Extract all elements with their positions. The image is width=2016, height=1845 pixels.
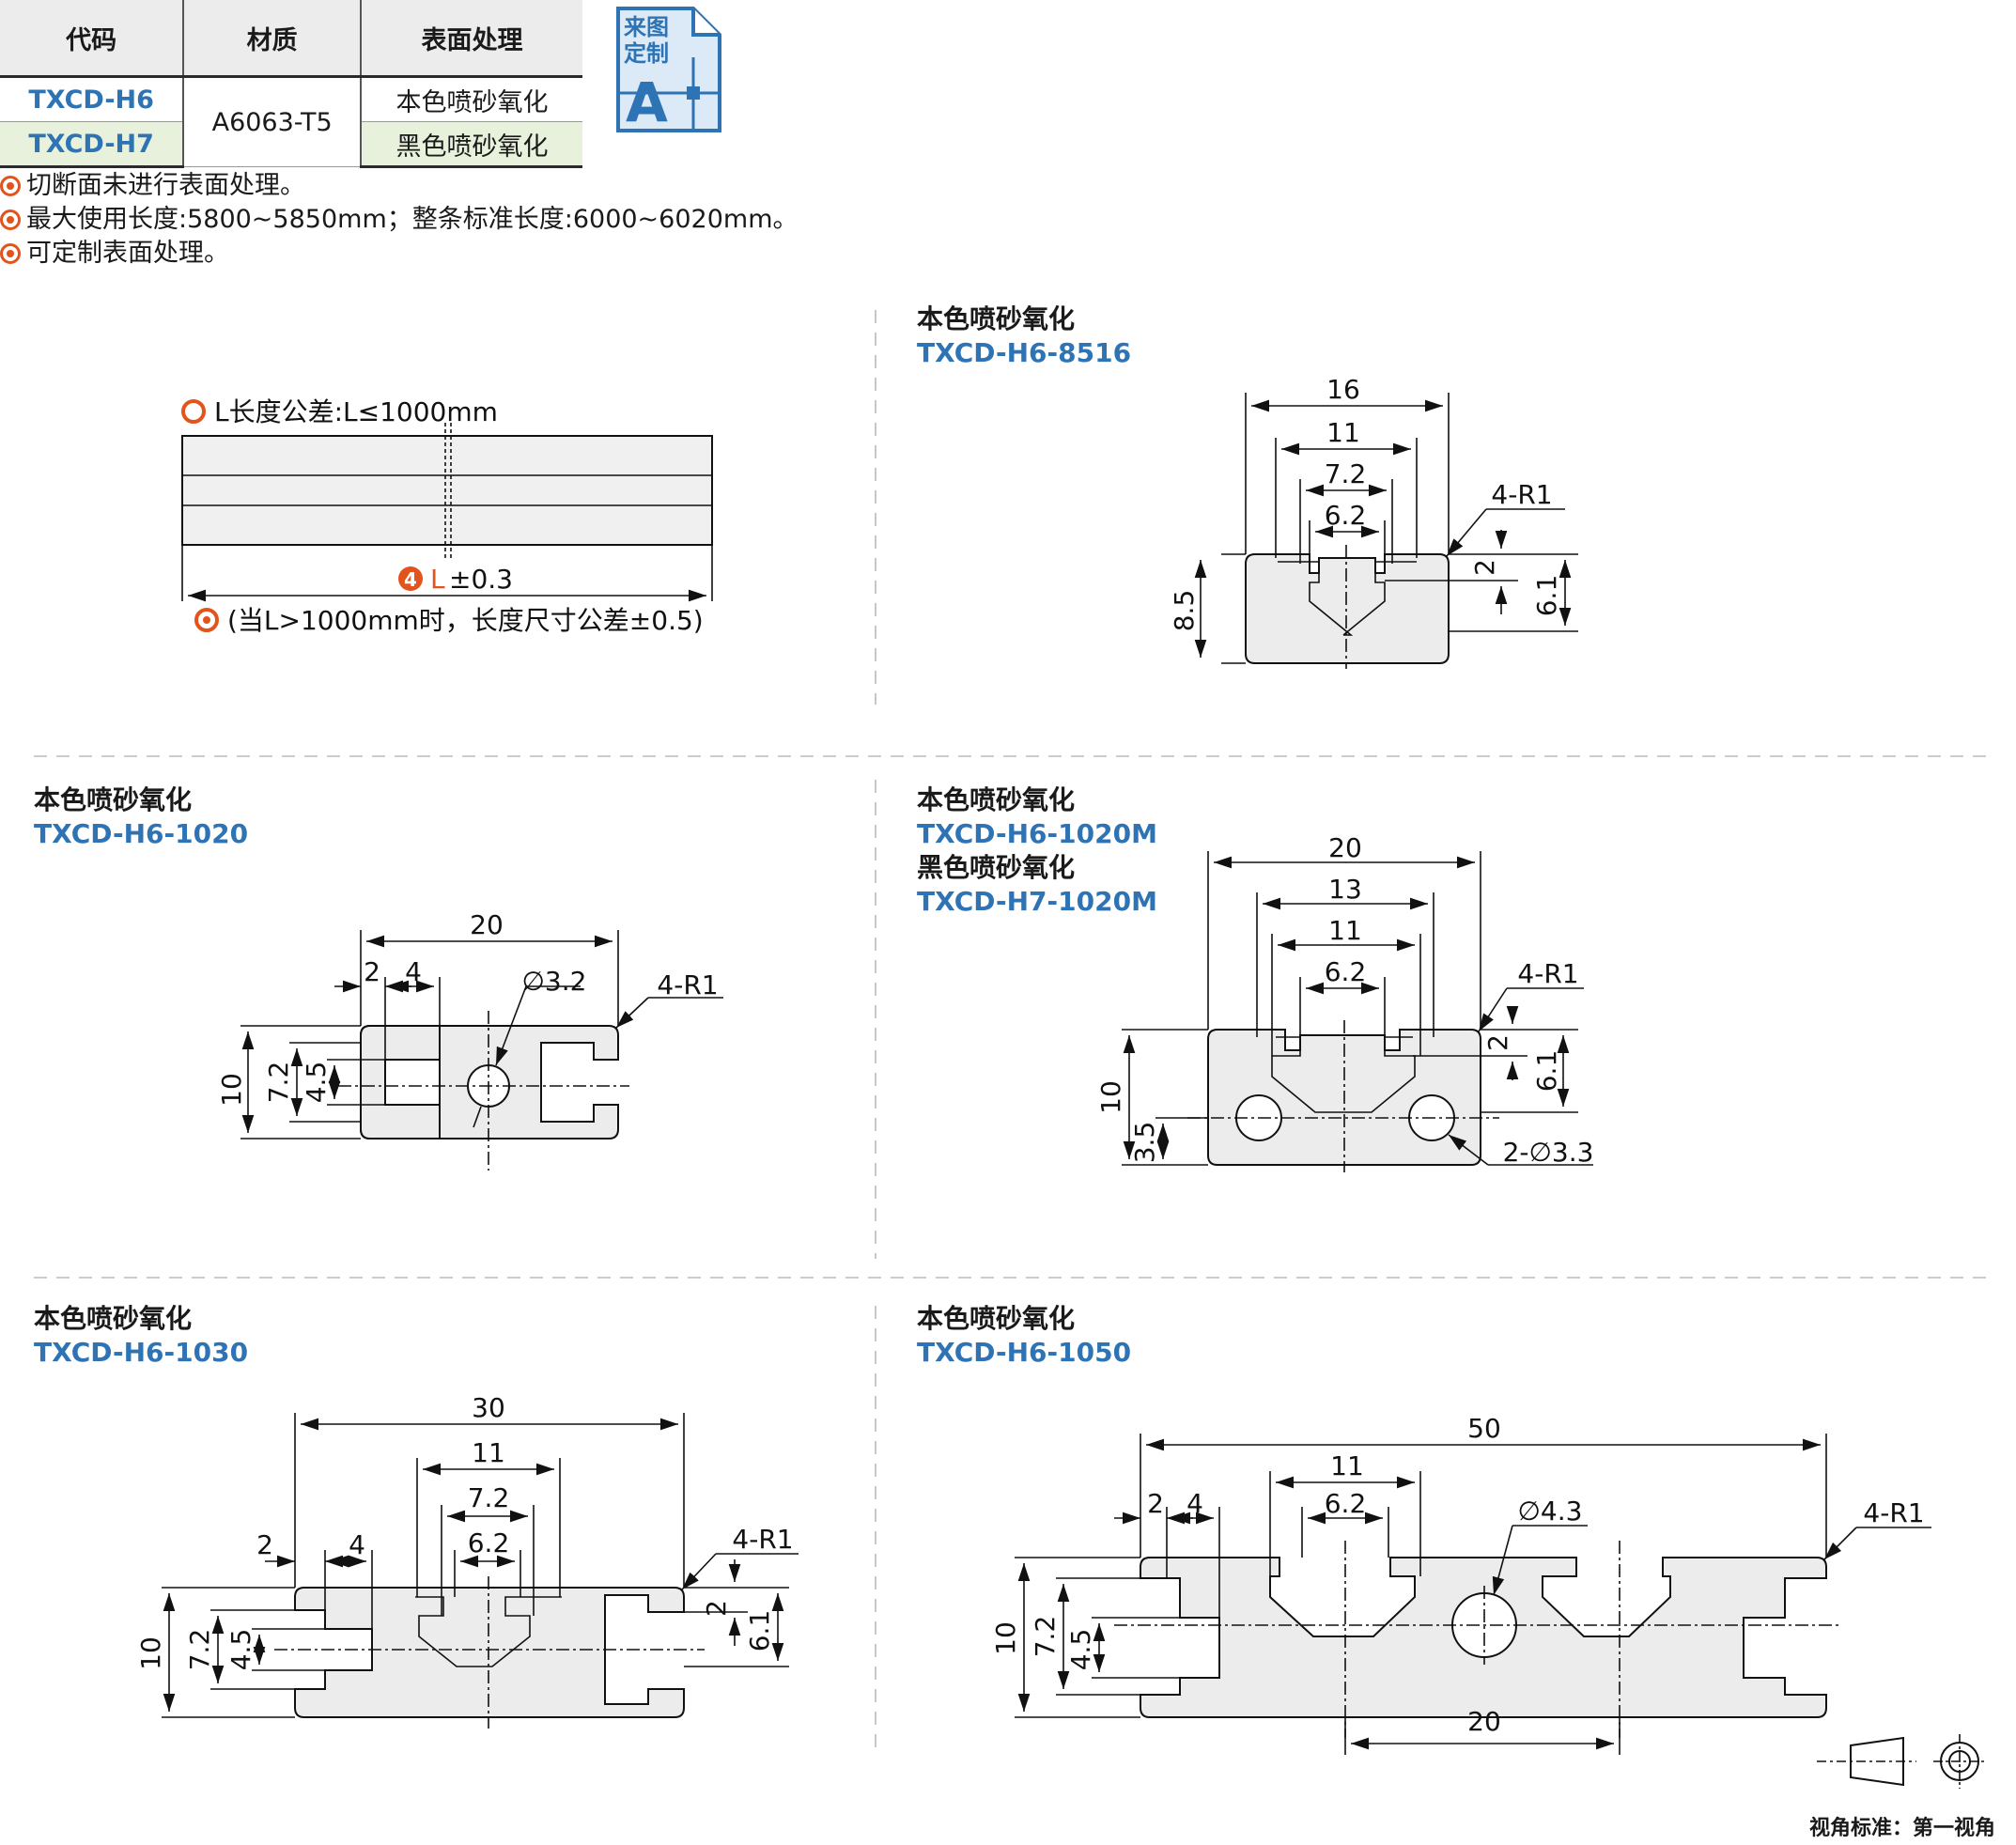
table-row: TXCD-H7 黑色喷砂氧化	[0, 121, 582, 168]
badge-line2: 定制	[624, 40, 669, 67]
dim-label: 6.2	[1325, 1488, 1367, 1519]
dim-label: 4	[405, 956, 422, 987]
notes: 切断面未进行表面处理。 最大使用长度:5800~5850mm；整条标准长度:60…	[0, 169, 799, 271]
dim-label: 4-R1	[1491, 479, 1552, 510]
row-code: TXCD-H6	[0, 76, 185, 122]
section-title-8516: 本色喷砂氧化 TXCD-H6-8516	[917, 303, 1132, 368]
dim-label: 11	[1328, 915, 1362, 946]
target-bullet-icon	[0, 176, 21, 196]
number-badge-icon	[398, 566, 423, 591]
dim-label: ∅4.3	[1518, 1496, 1583, 1527]
note-item: 最大使用长度:5800~5850mm；整条标准长度:6000~6020mm。	[0, 203, 799, 237]
dim-label: 20	[470, 909, 504, 940]
number-badge: 4	[404, 568, 417, 591]
length-footnote: (当L>1000mm时，长度尺寸公差±0.5)	[227, 605, 704, 636]
dim-label: 20	[1467, 1706, 1501, 1737]
section-title-1020: 本色喷砂氧化 TXCD-H6-1020	[34, 784, 249, 849]
dim-label: 50	[1467, 1413, 1501, 1444]
row-material: A6063-T5	[183, 76, 363, 167]
dim-label: 6.2	[1325, 500, 1367, 531]
dim-label: 4-R1	[657, 969, 718, 1000]
dim-label: 10	[135, 1636, 166, 1670]
dim-label: 10	[1095, 1080, 1126, 1114]
header-material: 材质	[183, 0, 363, 78]
dim-label: 2	[701, 1600, 732, 1617]
dim-label: 4-R1	[732, 1524, 793, 1555]
target-bullet-icon	[0, 209, 21, 230]
target-bullet-icon	[194, 608, 219, 632]
dim-letter: L	[430, 564, 445, 595]
dim-label: 4-R1	[1863, 1497, 1924, 1528]
dim-label: 4.5	[1065, 1629, 1096, 1671]
dim-label: 7.2	[468, 1482, 510, 1513]
ring-bullet-icon	[181, 399, 206, 424]
dim-label: 6.1	[744, 1610, 775, 1652]
dim-label: 4	[1186, 1488, 1203, 1519]
custom-drawing-badge: 来图 定制 A	[616, 7, 721, 134]
dim-label: 11	[472, 1437, 505, 1468]
dim-label: ∅3.2	[522, 966, 587, 997]
dim-label: 11	[1330, 1450, 1364, 1481]
table-row: TXCD-H6 A6063-T5 本色喷砂氧化	[0, 76, 582, 167]
length-tolerance-title: L长度公差:L≤1000mm	[214, 396, 498, 427]
row-surface: 本色喷砂氧化	[361, 76, 582, 122]
row-code: TXCD-H7	[0, 121, 185, 168]
section-title-1050: 本色喷砂氧化 TXCD-H6-1050	[917, 1303, 1132, 1368]
dim-tolerance: ±0.3	[449, 564, 513, 595]
badge-line1: 来图	[624, 14, 669, 40]
dim-label: 3.5	[1129, 1122, 1160, 1164]
dim-label: 4.5	[225, 1629, 256, 1671]
dim-label: 2	[256, 1529, 273, 1560]
dim-label: 4.5	[301, 1062, 332, 1104]
target-bullet-icon	[0, 243, 21, 264]
header-surface: 表面处理	[361, 0, 582, 78]
dim-label: 11	[1326, 417, 1360, 448]
dim-label: 16	[1326, 374, 1360, 405]
dim-label: 4-R1	[1517, 958, 1578, 989]
dim-label: 6.2	[468, 1527, 510, 1558]
dim-label: 2	[1147, 1488, 1164, 1519]
dim-label: 7.2	[1325, 458, 1367, 489]
dim-label: 7.2	[263, 1062, 294, 1104]
dim-label: 6.2	[1325, 956, 1367, 987]
spec-table: 代码 材质 表面处理 TXCD-H6 A6063-T5 本色喷砂氧化 TXCD-…	[0, 0, 582, 168]
note-item: 切断面未进行表面处理。	[0, 169, 799, 203]
section-title-1030: 本色喷砂氧化 TXCD-H6-1030	[34, 1303, 249, 1368]
dim-label: 30	[472, 1392, 505, 1423]
dim-label: 2	[1469, 559, 1500, 576]
view-standard-label: 视角标准：第一视角	[1809, 1817, 1996, 1840]
dim-label: 10	[216, 1073, 247, 1107]
dim-label: 10	[990, 1621, 1021, 1655]
dim-label: 2-∅3.3	[1503, 1137, 1594, 1168]
dim-label: 7.2	[184, 1629, 215, 1671]
dim-label: 6.1	[1531, 575, 1562, 617]
dim-label: 13	[1328, 874, 1362, 905]
dim-label: 6.1	[1531, 1050, 1562, 1093]
dim-label: 2	[1482, 1034, 1513, 1051]
badge-letter: A	[626, 70, 668, 134]
dim-label: 8.5	[1169, 590, 1200, 632]
dim-label: 4	[349, 1529, 365, 1560]
dim-label: 20	[1328, 832, 1362, 863]
section-title-1020m: 本色喷砂氧化 TXCD-H6-1020M 黑色喷砂氧化 TXCD-H7-1020…	[917, 784, 1157, 917]
header-code: 代码	[0, 0, 185, 78]
dim-label: 7.2	[1030, 1616, 1061, 1658]
row-surface: 黑色喷砂氧化	[361, 121, 582, 168]
dim-label: 2	[364, 956, 380, 987]
note-item: 可定制表面处理。	[0, 237, 799, 271]
